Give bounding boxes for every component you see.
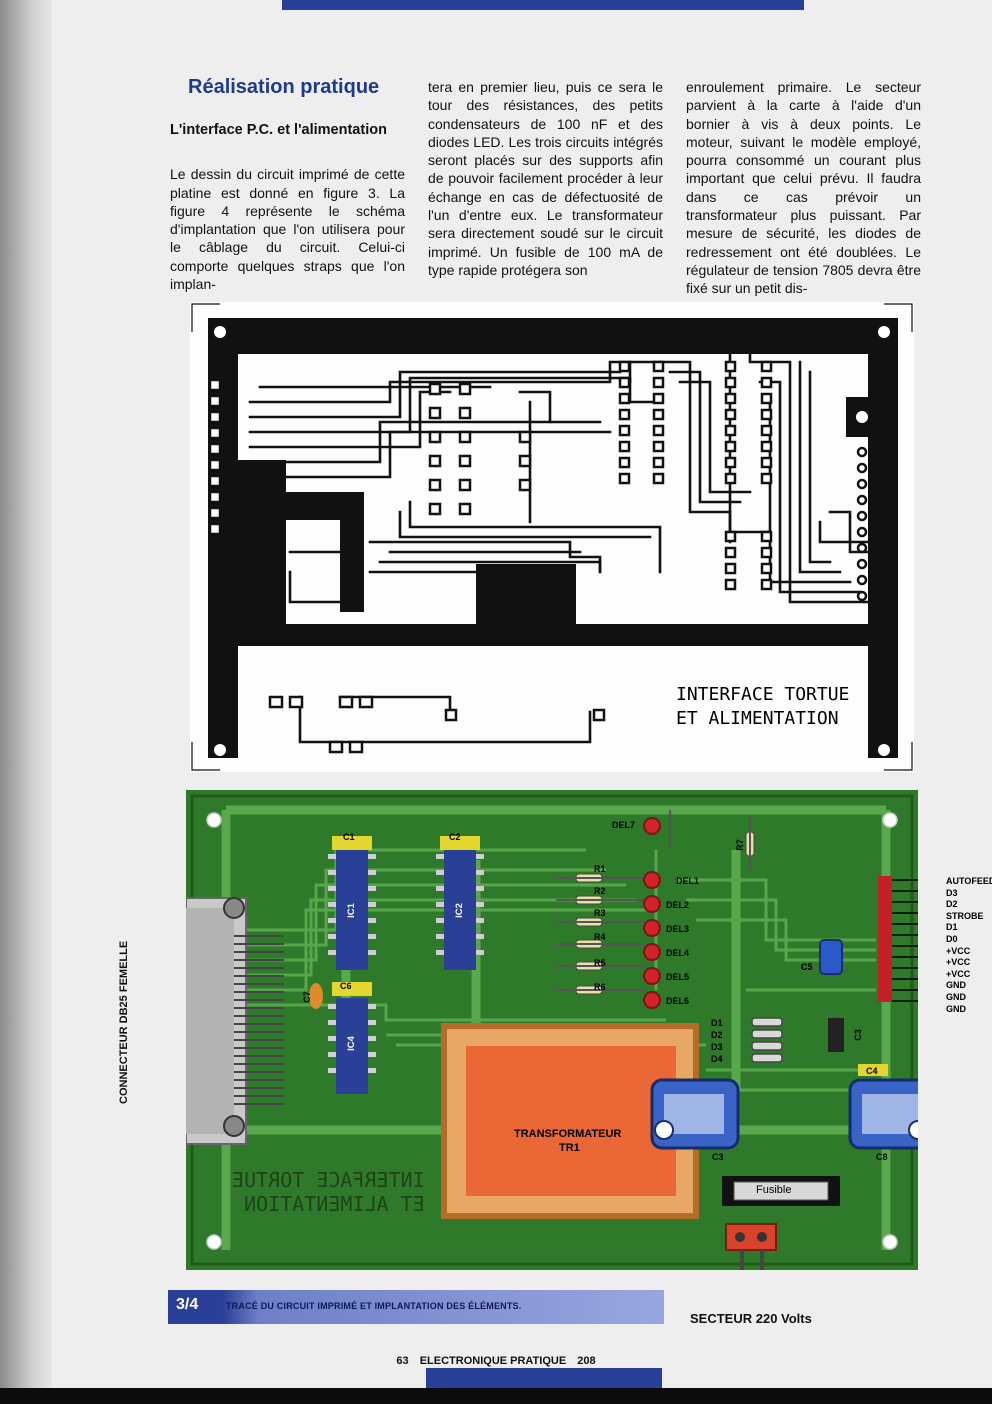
signal-gnd-2: GND	[946, 991, 966, 1002]
paragraph-col1: Le dessin du circuit imprimé de cette pl…	[170, 166, 405, 293]
signal-gnd-3: GND	[946, 1003, 966, 1014]
magazine-name: ELECTRONIQUE PRATIQUE	[419, 1355, 567, 1367]
del6-label: DEL6	[666, 996, 690, 1006]
r5-label: R5	[594, 958, 606, 968]
signal-d3: D3	[946, 887, 958, 898]
c1-label: C1	[343, 832, 355, 842]
component-layout-board	[186, 790, 918, 1270]
mirrored-board-title: INTERFACE TORTUE ET ALIMENTATION	[232, 1168, 425, 1216]
d3-label: D3	[711, 1042, 723, 1052]
transformer-label-1: TRANSFORMATEUR	[514, 1128, 622, 1140]
d1-label: D1	[711, 1018, 723, 1028]
r7-label: R7	[734, 839, 745, 851]
ic2-label: IC2	[453, 903, 465, 918]
r3-label: R3	[594, 908, 606, 918]
d2-label: D2	[711, 1030, 723, 1040]
figure-number: 3/4	[176, 1296, 199, 1313]
caption-bar	[168, 1290, 664, 1324]
c8-label: C8	[876, 1152, 888, 1162]
c3-label: C3	[712, 1152, 724, 1162]
signal-d2: D2	[946, 899, 958, 910]
del4-label: DEL4	[666, 948, 690, 958]
scan-edge	[0, 1388, 992, 1404]
c7-label: C7	[301, 991, 312, 1003]
footer-bar	[426, 1368, 662, 1390]
pcb-title: INTERFACE TORTUE ET ALIMENTATION	[676, 683, 849, 731]
r4-label: R4	[594, 932, 606, 942]
output-signal-list: AUTOFEED D3 D2 STROBE D1 D0 +VCC +VCC +V…	[946, 876, 992, 1015]
pcb-trace-figure	[190, 302, 914, 772]
header-bar	[282, 0, 804, 10]
text-column-3: enroulement primaire. Le secteur parvien…	[686, 78, 921, 298]
page-fold-shadow	[0, 0, 52, 1404]
pcb-title-line2: ET ALIMENTATION	[676, 708, 839, 729]
del7-label: DEL7	[612, 820, 636, 830]
connector-label: CONNECTEUR DB25 FEMELLE	[118, 940, 130, 1104]
mirrored-title-line1: INTERFACE TORTUE	[232, 1168, 425, 1192]
fuse-label: Fusible	[756, 1184, 792, 1196]
ic1-label: IC1	[345, 903, 357, 918]
del3-label: DEL3	[666, 924, 690, 934]
r2-label: R2	[594, 886, 606, 896]
del2-label: DEL2	[666, 900, 690, 910]
subsection-title: L'interface P.C. et l'alimentation	[170, 122, 387, 139]
signal-vcc-2: +VCC	[946, 957, 971, 968]
signal-d0: D0	[946, 933, 958, 944]
c5-label: C5	[801, 962, 813, 972]
paragraph-col3: enroulement primaire. Le secteur parvien…	[686, 79, 921, 297]
issue-number: 208	[577, 1355, 596, 1367]
page-number: 63	[396, 1355, 409, 1367]
mirrored-title-line2: ET ALIMENTATION	[244, 1192, 425, 1216]
text-column-1: Réalisation pratique L'interface P.C. et…	[170, 76, 405, 293]
r1-label: R1	[594, 864, 606, 874]
c6-label: C6	[340, 981, 352, 991]
signal-vcc-3: +VCC	[946, 968, 971, 979]
section-title: Réalisation pratique	[188, 76, 380, 98]
del1-label: DEL1	[676, 876, 700, 886]
c4-label: C4	[866, 1066, 878, 1076]
ic4-label: IC4	[345, 1036, 357, 1051]
signal-vcc-1: +VCC	[946, 945, 971, 956]
signal-strobe: STROBE	[946, 910, 984, 921]
figure-caption: TRACÉ DU CIRCUIT IMPRIMÉ ET IMPLANTATION…	[226, 1301, 522, 1311]
r6-label: R6	[594, 982, 606, 992]
transformer-label-2: TR1	[559, 1142, 580, 1154]
signal-d1: D1	[946, 922, 958, 933]
c2-label: C2	[449, 832, 461, 842]
page-footer: 63 ELECTRONIQUE PRATIQUE 208	[0, 1355, 992, 1367]
del5-label: DEL5	[666, 972, 690, 982]
mains-label: SECTEUR 220 Volts	[690, 1311, 812, 1326]
signal-autofeed: AUTOFEED	[946, 876, 992, 886]
pcb-title-line1: INTERFACE TORTUE	[676, 684, 850, 705]
text-column-2: tera en premier lieu, puis ce sera le to…	[428, 78, 663, 279]
d4-label: D4	[711, 1054, 723, 1064]
paragraph-col2: tera en premier lieu, puis ce sera le to…	[428, 79, 663, 278]
c9-label: C3	[852, 1029, 863, 1041]
signal-gnd-1: GND	[946, 980, 966, 991]
